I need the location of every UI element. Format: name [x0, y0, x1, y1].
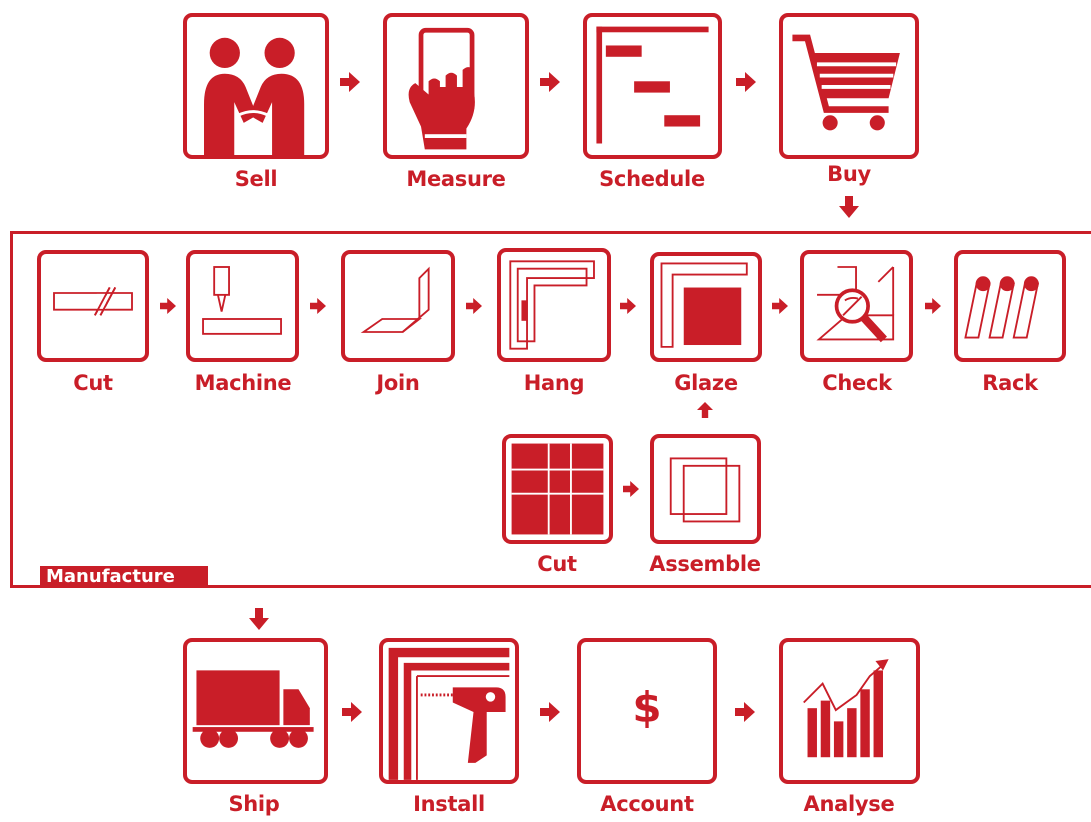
saw-cut-bar-icon	[37, 250, 149, 362]
arrow-right-icon	[540, 702, 560, 722]
dollar-symbol: $	[632, 683, 662, 732]
arrow-right-icon	[620, 298, 636, 314]
gantt-chart-icon	[583, 13, 722, 159]
step-label: Cut	[537, 552, 577, 576]
rack-icon	[954, 250, 1066, 362]
arrow-right-icon	[735, 702, 755, 722]
step-label: Machine	[194, 371, 292, 395]
manufacture-tag: Manufacture	[40, 566, 208, 588]
arrow-right-icon	[342, 702, 362, 722]
shopping-cart-icon	[779, 13, 919, 159]
arrow-right-icon	[340, 72, 360, 92]
step-label: Check	[822, 371, 892, 395]
arrow-right-icon	[736, 72, 756, 92]
step-label: Measure	[406, 167, 506, 191]
step-label: Schedule	[599, 167, 705, 191]
glass-sheet-cut-icon	[502, 434, 613, 544]
handshake-icon	[183, 13, 329, 159]
dollar-icon: $	[577, 638, 717, 784]
assemble-panes-icon	[650, 434, 761, 544]
growth-chart-icon	[779, 638, 920, 784]
power-drill-icon	[379, 638, 519, 784]
arrow-right-icon	[925, 298, 941, 314]
arrow-down-icon	[839, 196, 859, 218]
manufacture-frame	[10, 231, 1091, 588]
step-label: Join	[376, 371, 420, 395]
step-label: Account	[600, 792, 694, 816]
step-label: Ship	[228, 792, 280, 816]
arrow-right-icon	[540, 72, 560, 92]
arrow-right-icon	[772, 298, 788, 314]
arrow-right-icon	[466, 298, 482, 314]
step-label: Buy	[827, 162, 871, 186]
step-label: Rack	[982, 371, 1038, 395]
arrow-up-icon	[697, 402, 713, 418]
step-label: Analyse	[803, 792, 895, 816]
step-label: Cut	[73, 371, 113, 395]
inspect-magnifier-icon	[800, 250, 913, 362]
arrow-right-icon	[623, 481, 639, 497]
phone-in-hand-icon	[383, 13, 529, 159]
arrow-right-icon	[310, 298, 326, 314]
step-label: Install	[413, 792, 485, 816]
corner-join-icon	[341, 250, 455, 362]
step-label: Sell	[234, 167, 278, 191]
drill-press-icon	[186, 250, 299, 362]
arrow-down-icon	[249, 608, 269, 630]
truck-icon	[183, 638, 328, 784]
step-label: Hang	[523, 371, 585, 395]
step-label: Assemble	[649, 552, 761, 576]
arrow-right-icon	[160, 298, 176, 314]
glazed-frame-icon	[650, 252, 762, 362]
step-label: Glaze	[674, 371, 738, 395]
frame-hang-icon	[497, 248, 611, 362]
